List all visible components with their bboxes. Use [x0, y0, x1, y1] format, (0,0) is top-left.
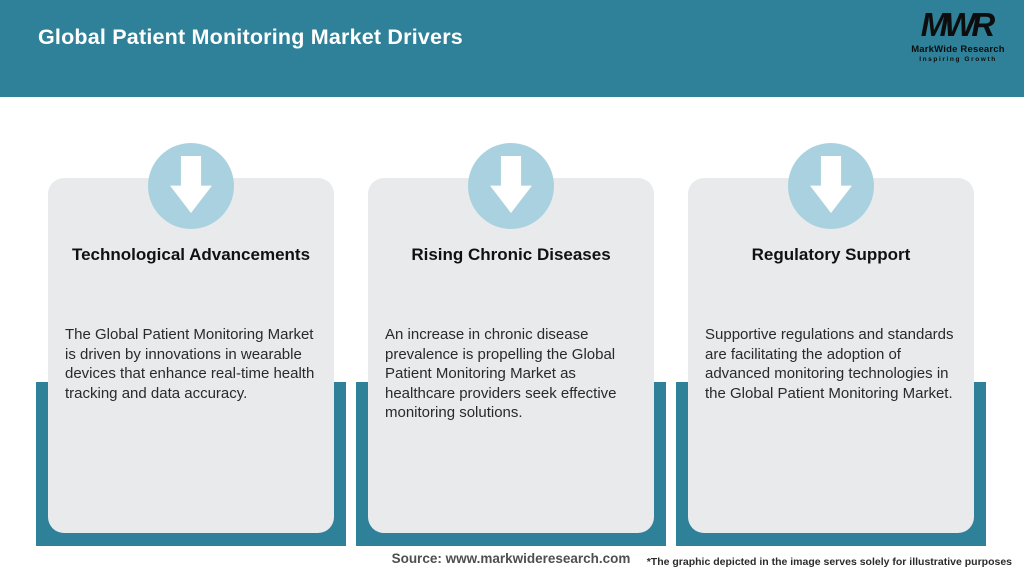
card-description: An increase in chronic disease prevalenc…	[385, 326, 617, 421]
logo-name: MarkWide Research	[911, 43, 1005, 55]
down-arrow-icon	[468, 143, 554, 229]
card-description: The Global Patient Monitoring Market is …	[65, 326, 315, 402]
arrow-glyph	[490, 156, 532, 213]
page-title: Global Patient Monitoring Market Drivers	[38, 25, 463, 49]
logo-tagline: Inspiring Growth	[919, 55, 997, 63]
disclaimer-text: *The graphic depicted in the image serve…	[646, 556, 1012, 568]
driver-card-regulatory-support: Regulatory Support Supportive regulation…	[676, 143, 986, 546]
down-arrow-icon	[148, 143, 234, 229]
arrow-glyph	[810, 156, 852, 213]
down-arrow-icon	[788, 143, 874, 229]
card-title: Regulatory Support	[751, 245, 911, 264]
logo-acronym: MWR	[920, 6, 995, 43]
driver-card-technological-advancements: Technological Advancements The Global Pa…	[36, 143, 346, 546]
header-bar: Global Patient Monitoring Market Drivers…	[0, 0, 1024, 97]
driver-card-rising-chronic-diseases: Rising Chronic Diseases An increase in c…	[356, 143, 666, 546]
card-title: Technological Advancements	[71, 245, 311, 264]
card-description: Supportive regulations and standards are…	[705, 326, 954, 402]
card-body	[368, 178, 654, 533]
source-text: Source: www.markwideresearch.com	[391, 551, 631, 566]
markwide-research-logo: MWR MarkWide Research Inspiring Growth	[906, 6, 1010, 63]
card-title: Rising Chronic Diseases	[411, 245, 611, 264]
arrow-glyph	[170, 156, 212, 213]
card-body	[48, 178, 334, 533]
card-body	[688, 178, 974, 533]
